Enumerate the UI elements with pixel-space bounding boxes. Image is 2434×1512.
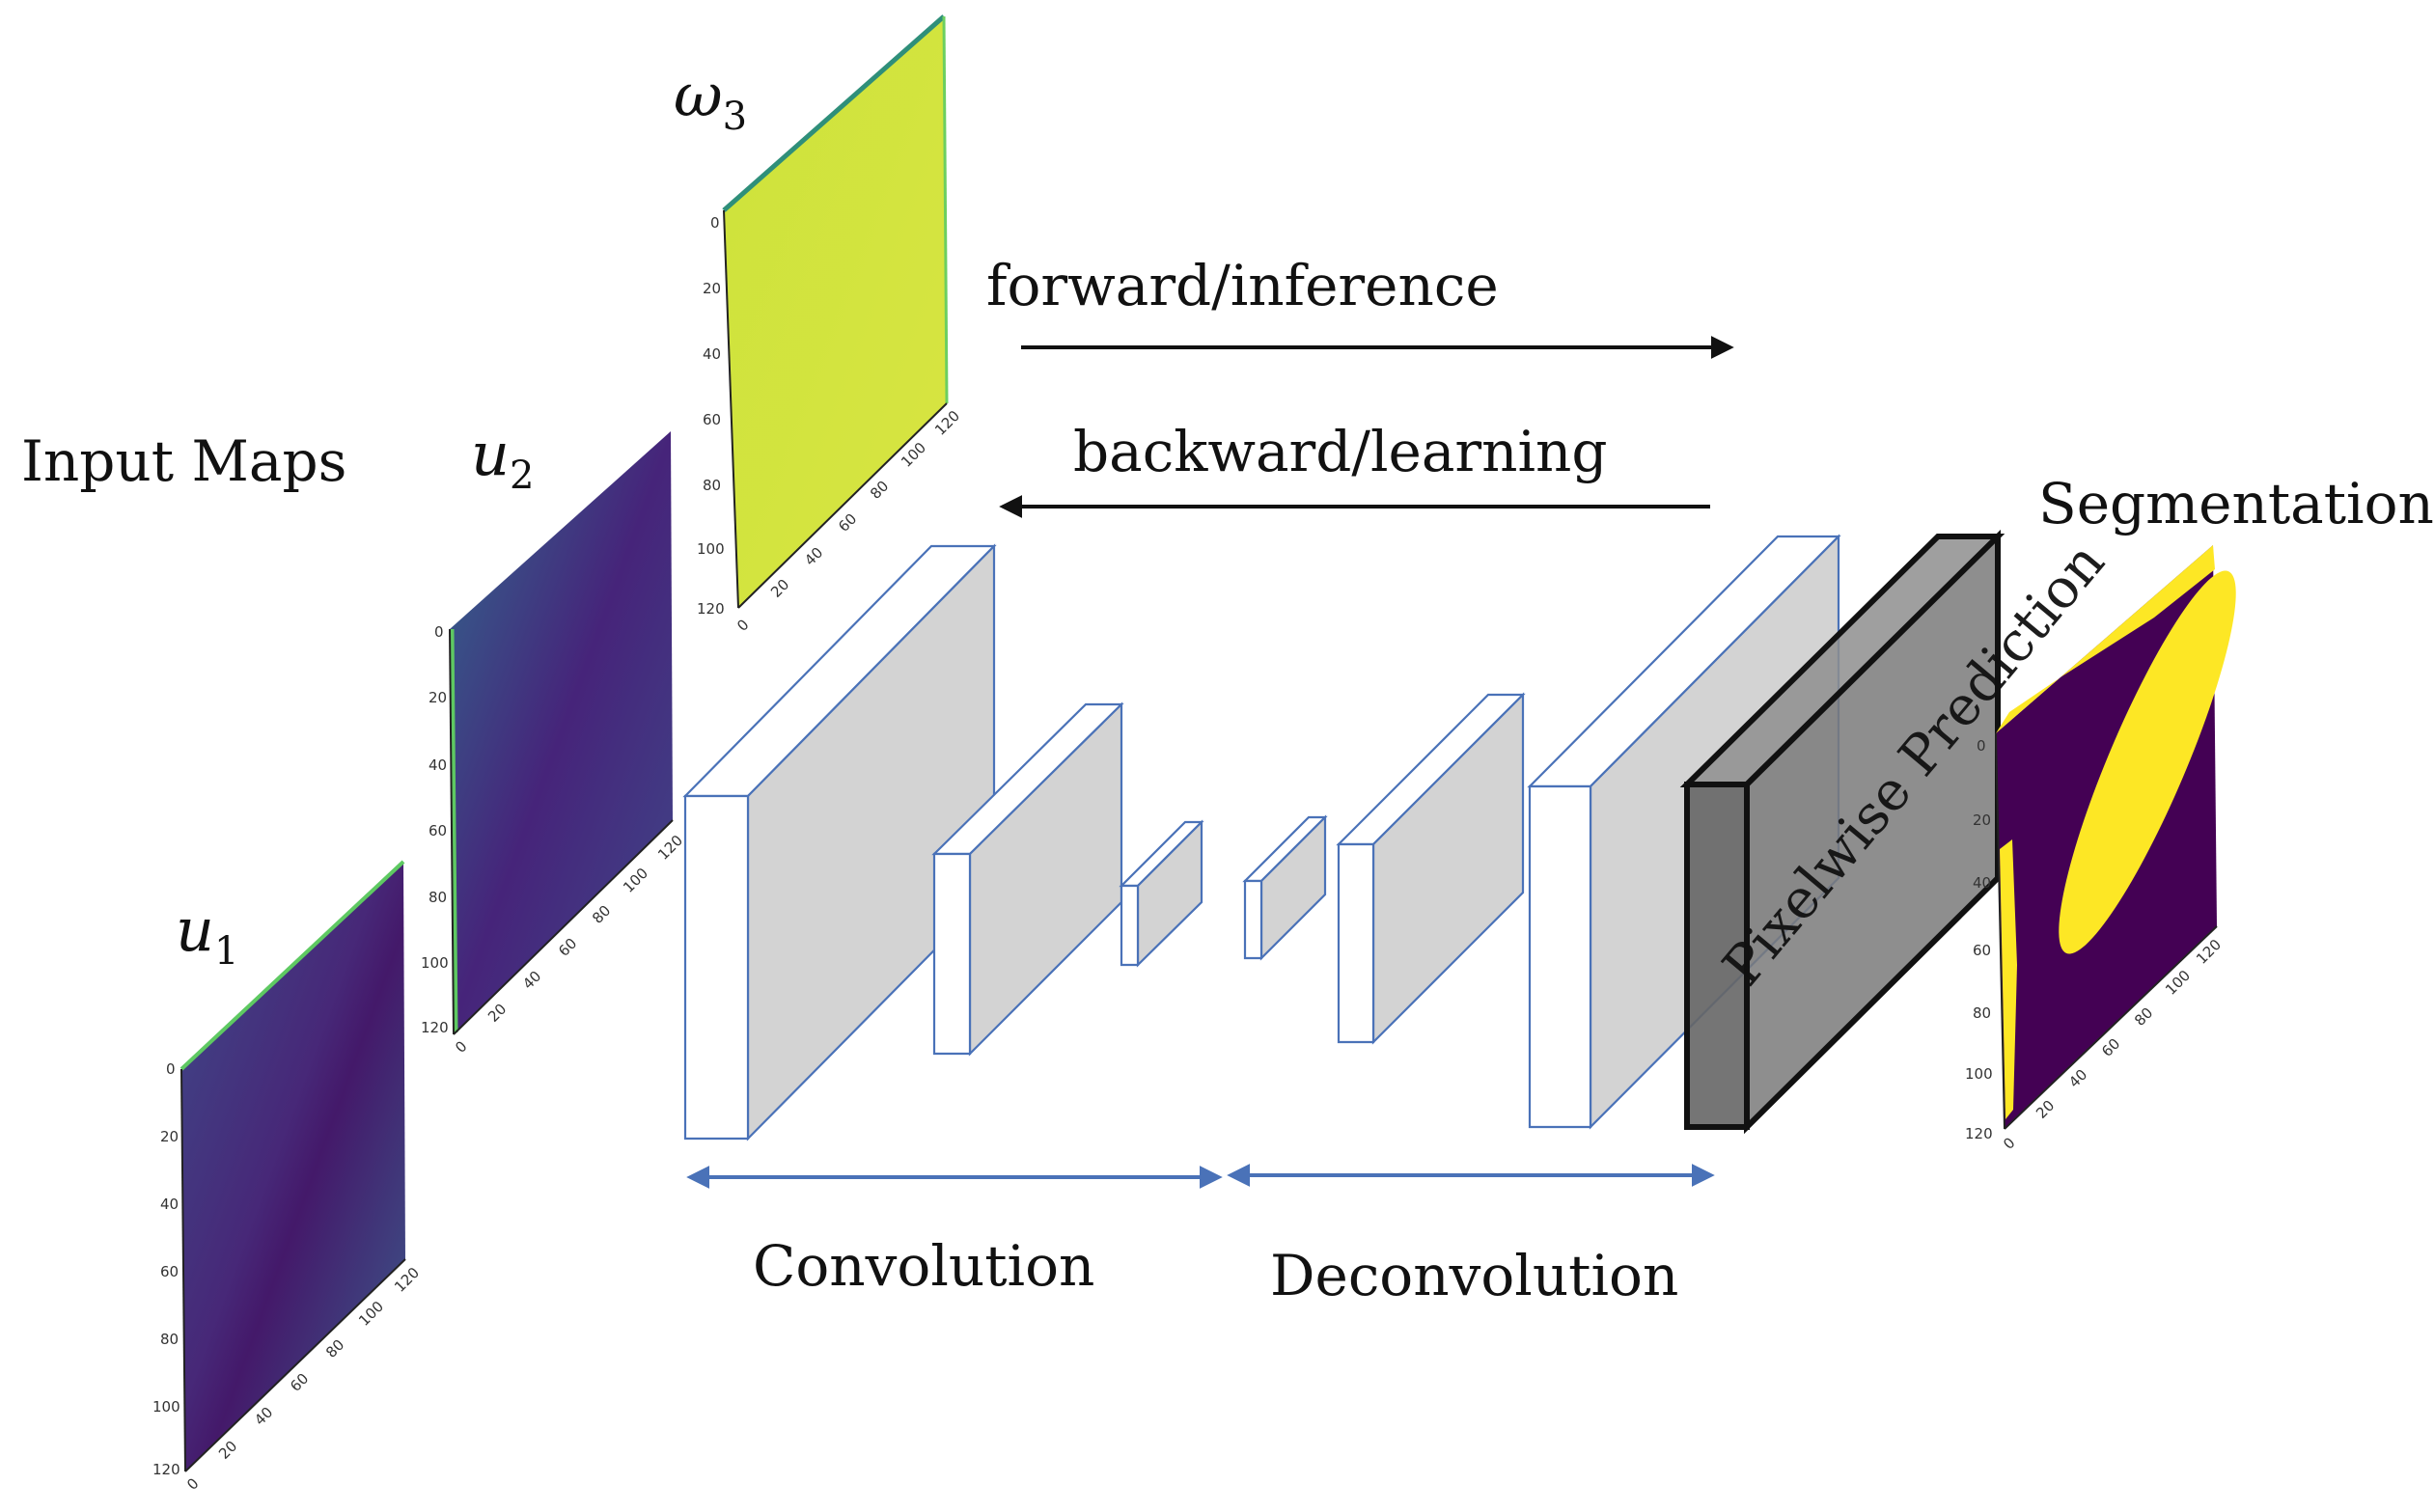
map-w3-y-ticks: 0 20 40 60 80 100 120	[697, 214, 725, 618]
svg-text:20: 20	[703, 280, 721, 297]
tick: 0	[166, 1060, 176, 1078]
svg-text:100: 100	[421, 954, 449, 972]
svg-text:20: 20	[215, 1438, 240, 1463]
segmentation-map	[1995, 545, 2236, 1130]
map-w3-heatmap	[724, 16, 947, 608]
segmentation-label: Segmentation	[2038, 471, 2434, 536]
svg-text:100: 100	[697, 540, 725, 558]
tick: 20	[160, 1128, 179, 1145]
map-u1-label: u1	[176, 894, 238, 974]
svg-text:60: 60	[703, 411, 721, 428]
svg-text:120: 120	[697, 600, 725, 618]
svg-text:80: 80	[703, 477, 721, 494]
svg-text:100: 100	[620, 865, 651, 896]
tick: 120	[152, 1461, 180, 1478]
map-u2: u2 0 20 40 60 80 100 120 0 20 40 60 80 1…	[421, 419, 686, 1057]
svg-text:60: 60	[1973, 942, 1991, 959]
svg-text:80: 80	[322, 1336, 347, 1361]
svg-text:20: 20	[2033, 1097, 2058, 1122]
tick: 80	[160, 1331, 179, 1348]
svg-text:80: 80	[1973, 1004, 1991, 1022]
svg-text:120: 120	[1965, 1125, 1993, 1142]
map-u2-label: u2	[471, 419, 534, 498]
svg-text:20: 20	[767, 576, 792, 601]
map-u2-heatmap	[450, 431, 673, 1034]
svg-text:40: 40	[519, 968, 544, 993]
svg-text:40: 40	[801, 544, 826, 569]
svg-text:0: 0	[452, 1037, 470, 1056]
deconvolution-label: Deconvolution	[1270, 1243, 1678, 1308]
svg-text:0: 0	[2000, 1134, 2018, 1152]
svg-text:60: 60	[287, 1370, 312, 1395]
svg-text:0: 0	[183, 1474, 202, 1493]
svg-text:0: 0	[434, 623, 444, 641]
convolution-label: Convolution	[753, 1233, 1094, 1299]
svg-text:40: 40	[429, 756, 447, 774]
svg-text:20: 20	[429, 689, 447, 706]
svg-text:100: 100	[1965, 1065, 1993, 1083]
svg-text:60: 60	[835, 510, 860, 536]
svg-text:80: 80	[589, 902, 614, 927]
svg-text:80: 80	[429, 889, 447, 906]
conv-layer-1	[682, 543, 997, 1141]
map-u1-y-ticks: 0 20 40 60 80 100 120	[152, 1060, 180, 1478]
svg-text:20: 20	[484, 1001, 510, 1026]
prediction-block	[1679, 529, 2005, 1135]
backward-label: backward/learning	[1073, 419, 1608, 484]
svg-text:0: 0	[733, 616, 752, 634]
svg-text:40: 40	[251, 1404, 276, 1429]
map-w3: ω3 0 20 40 60 80 100 120 0 20 40 60 80 1…	[674, 14, 963, 635]
tick: 40	[160, 1196, 179, 1213]
svg-text:120: 120	[421, 1019, 449, 1036]
deconv-layer-1	[1242, 814, 1328, 961]
svg-text:80: 80	[867, 478, 892, 503]
svg-text:40: 40	[2065, 1066, 2090, 1091]
map-u1-heatmap	[181, 862, 405, 1471]
svg-text:40: 40	[703, 345, 721, 363]
input-maps-title: Input Maps	[21, 428, 346, 494]
svg-text:80: 80	[2131, 1004, 2156, 1030]
svg-text:60: 60	[2098, 1035, 2123, 1060]
conv-layer-3	[1119, 819, 1204, 968]
deconv-layer-2	[1336, 692, 1526, 1045]
map-w3-label: ω3	[674, 60, 747, 139]
conv-layer-2	[931, 701, 1124, 1057]
svg-text:40: 40	[1973, 874, 1991, 892]
svg-text:60: 60	[429, 822, 447, 839]
svg-text:0: 0	[1977, 737, 1986, 755]
svg-text:0: 0	[710, 214, 720, 232]
forward-label: forward/inference	[986, 253, 1499, 318]
svg-text:20: 20	[1973, 811, 1991, 829]
map-u2-y-ticks: 0 20 40 60 80 100 120	[421, 623, 449, 1036]
svg-text:60: 60	[555, 935, 580, 960]
map-u1: u1 0 20 40 60 80 100 120 0 20 40 60 80 1…	[152, 860, 423, 1494]
svg-text:120: 120	[654, 832, 686, 864]
tick: 100	[152, 1398, 180, 1416]
segmentation-y-ticks: 0 20 40 60 80 100 120	[1965, 737, 1993, 1142]
tick: 60	[160, 1263, 179, 1280]
